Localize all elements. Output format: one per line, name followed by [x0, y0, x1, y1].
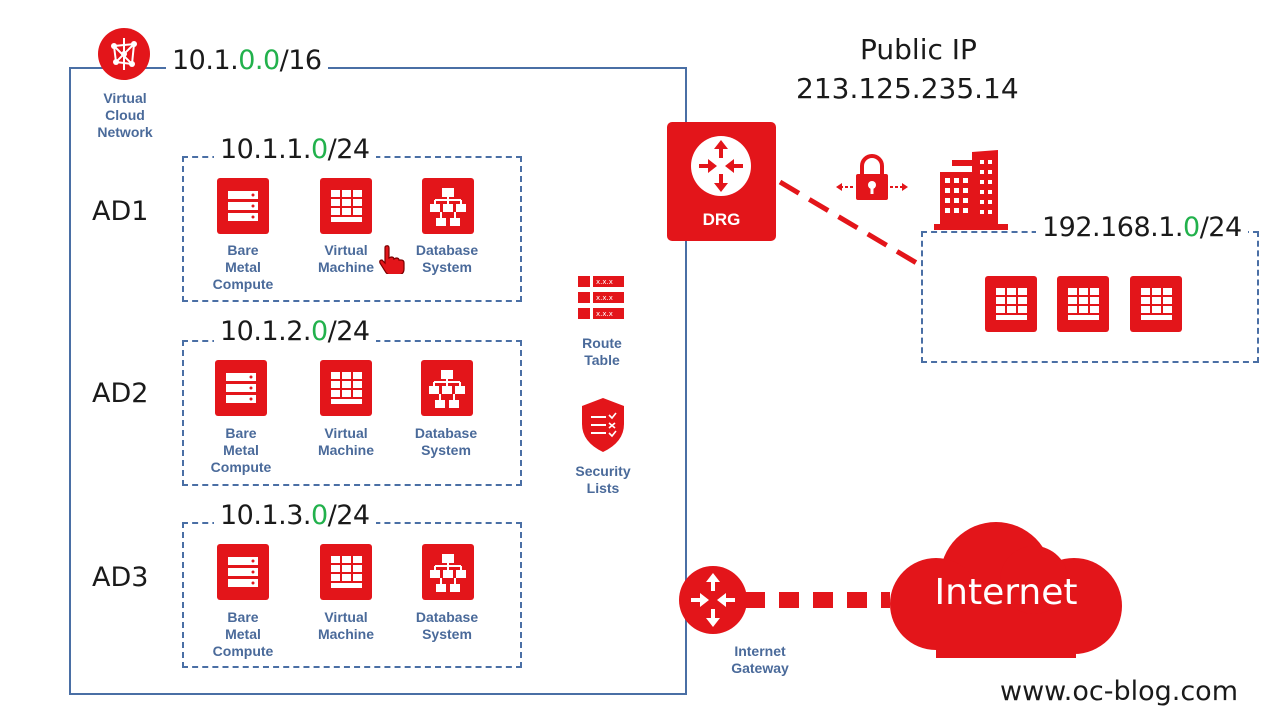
bare-metal-icon[interactable] [215, 360, 267, 416]
bare-metal-label: Bare Metal Compute [212, 609, 274, 659]
database-label: Database System [414, 425, 478, 458]
bare-metal-icon[interactable] [217, 178, 269, 234]
virtual-machine-icon[interactable] [320, 178, 372, 234]
virtual-machine-label: Virtual Machine [317, 242, 374, 275]
onprem-cidr: 192.168.1.0/24 [1036, 212, 1248, 243]
bare-metal-icon[interactable] [217, 544, 269, 600]
svg-text:x.x.x: x.x.x [596, 278, 613, 286]
virtual-machine-icon[interactable] [320, 360, 372, 416]
svg-text:x.x.x: x.x.x [596, 310, 613, 318]
database-label: Database System [415, 242, 479, 275]
vcn-label: Virtual Cloud Network [97, 90, 153, 140]
onprem-server-icon[interactable] [1130, 276, 1182, 332]
drg-box[interactable]: DRG [667, 122, 776, 241]
internet-gateway-label: Internet Gateway [731, 643, 789, 676]
database-icon[interactable] [422, 544, 474, 600]
virtual-machine-label: Virtual Machine [317, 609, 374, 642]
subnet-cidr: 10.1.2.0/24 [214, 316, 376, 347]
watermark: www.oc-blog.com [1000, 676, 1239, 707]
virtual-machine-icon[interactable] [320, 544, 372, 600]
public-ip-address: 213.125.235.14 [796, 72, 1019, 105]
ad-label: AD3 [92, 562, 149, 593]
cloud-icon[interactable]: Internet [884, 520, 1128, 660]
subnet-cidr: 10.1.1.0/24 [214, 134, 376, 165]
hand-cursor-icon [378, 244, 406, 276]
onprem-server-icon[interactable] [1057, 276, 1109, 332]
database-icon[interactable] [422, 178, 474, 234]
subnet-cidr: 10.1.3.0/24 [214, 500, 376, 531]
router-icon [691, 136, 751, 196]
shield-icon[interactable] [580, 396, 626, 454]
database-label: Database System [415, 609, 479, 642]
bare-metal-label: Bare Metal Compute [210, 425, 272, 475]
public-ip-title: Public IP [860, 33, 977, 66]
building-icon [934, 150, 1008, 230]
vcn-icon [98, 28, 150, 80]
internet-gateway-icon[interactable] [678, 565, 748, 635]
vpn-lock-icon [836, 152, 908, 210]
onprem-server-icon[interactable] [985, 276, 1037, 332]
route-table-icon[interactable]: x.x.x x.x.x x.x.x [578, 274, 624, 322]
svg-text:x.x.x: x.x.x [596, 294, 613, 302]
bare-metal-label: Bare Metal Compute [212, 242, 274, 292]
ad-label: AD2 [92, 378, 149, 409]
database-icon[interactable] [421, 360, 473, 416]
ad-label: AD1 [92, 196, 149, 227]
virtual-machine-label: Virtual Machine [317, 425, 374, 458]
drg-label: DRG [702, 210, 741, 229]
vcn-cidr: 10.1.0.0/16 [166, 45, 328, 76]
vcn-boundary [69, 67, 687, 695]
route-table-label: Route Table [582, 335, 622, 368]
security-lists-label: Security Lists [575, 463, 631, 496]
internet-label: Internet [934, 572, 1078, 613]
drg-vpn-link [778, 179, 922, 268]
